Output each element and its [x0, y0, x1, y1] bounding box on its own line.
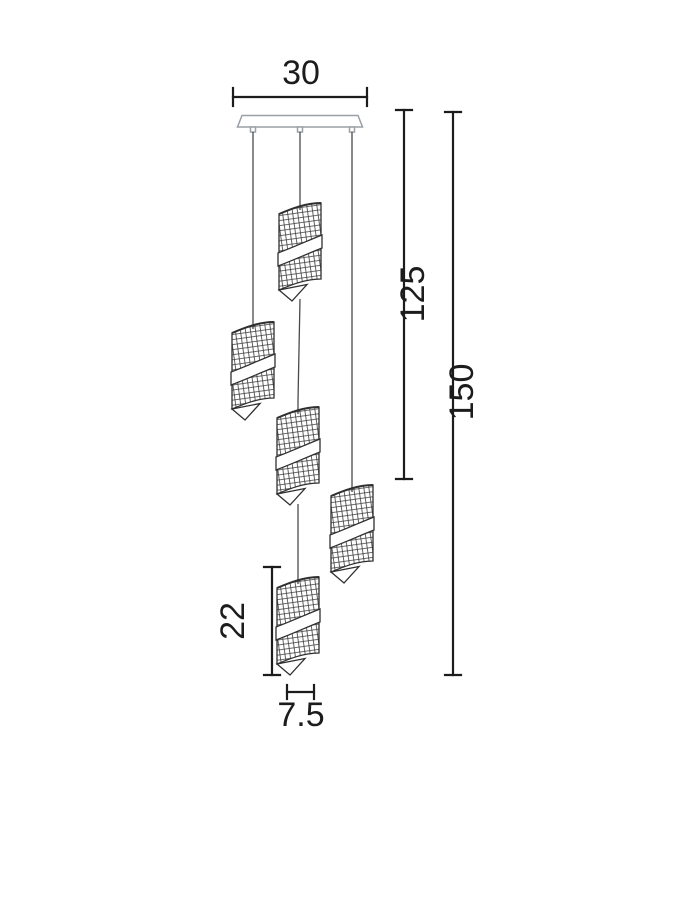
pendant-shade-4 — [329, 478, 375, 584]
dim-cord-drop-label: 125 — [394, 266, 432, 323]
dim-shade-height: 22 — [214, 565, 282, 677]
pendant-shade-1 — [277, 196, 323, 302]
canopy-cord-grip — [249, 126, 257, 133]
dim-shade-width-label: 7.5 — [277, 696, 324, 734]
dim-total-drop-label: 150 — [443, 364, 481, 421]
dim-canopy-width-label: 30 — [282, 54, 320, 92]
pendant-shade-3 — [275, 400, 321, 506]
canopy-plate — [236, 114, 364, 128]
dim-shade-height-label: 22 — [214, 602, 252, 640]
dim-canopy-width: 30 — [231, 54, 369, 108]
cords — [252, 132, 353, 571]
dim-shade-width: 7.5 — [277, 683, 325, 734]
dim-cord-drop: 125 — [394, 108, 432, 481]
dim-total-drop: 150 — [443, 110, 481, 677]
canopy-cord-grip — [296, 126, 304, 133]
canopy-cord-grip — [348, 126, 356, 133]
pendant-shade-2 — [230, 315, 276, 421]
canopy — [236, 114, 364, 133]
cord-middle-mid — [297, 298, 301, 402]
pendant-shade-5 — [275, 570, 321, 676]
